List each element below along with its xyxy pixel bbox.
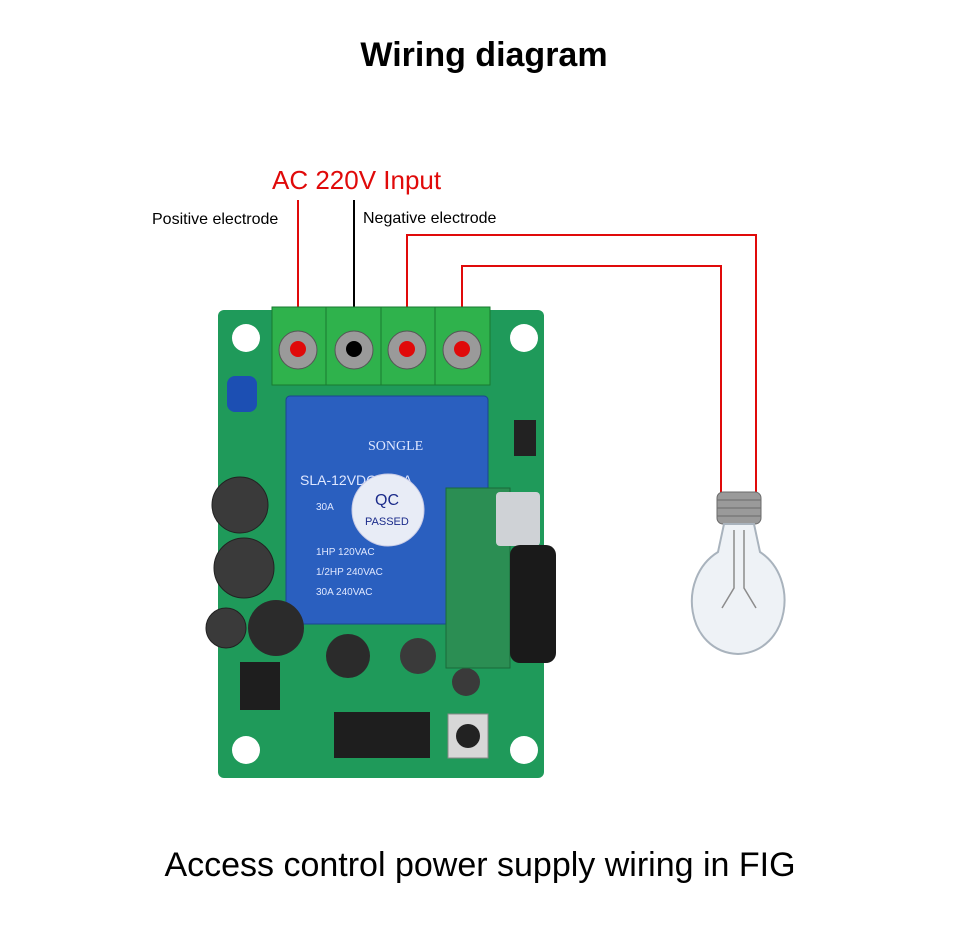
load-terminal-dot-2 <box>454 341 470 357</box>
small-capacitor-2 <box>452 668 480 696</box>
jumper-block <box>514 420 536 456</box>
diagram-title: Wiring diagram <box>360 36 608 74</box>
positive-terminal-dot <box>290 341 306 357</box>
qc-text: QC <box>375 492 399 509</box>
mount-hole-top-left <box>232 324 260 352</box>
relay-current: 30A <box>316 502 334 513</box>
electrolytic-capacitor-2 <box>213 537 275 599</box>
relay-rating-3: 30A 240VAC <box>316 587 373 598</box>
ic-chip <box>334 712 430 758</box>
load-terminal-dot-1 <box>399 341 415 357</box>
transformer-coil <box>326 634 370 678</box>
electrolytic-capacitor-3 <box>205 607 247 649</box>
push-button-cap <box>456 724 480 748</box>
qc-sticker <box>351 473 425 547</box>
relay-rating-1: 1HP 120VAC <box>316 547 375 558</box>
relay-brand: SONGLE <box>368 439 423 454</box>
mount-hole-bottom-right <box>510 736 538 764</box>
inductor <box>248 600 304 656</box>
load-wire-outer <box>406 234 757 500</box>
relay-rating-2: 1/2HP 240VAC <box>316 567 383 578</box>
ac-input-label: AC 220V Input <box>272 165 442 195</box>
electrolytic-capacitor-1 <box>211 476 269 534</box>
negative-terminal-dot <box>346 341 362 357</box>
antenna-coil <box>510 545 556 663</box>
small-chip <box>240 662 280 710</box>
light-bulb-icon <box>690 491 786 656</box>
mount-hole-top-right <box>510 324 538 352</box>
ceramic-capacitor <box>227 376 257 412</box>
crystal <box>496 492 540 546</box>
mount-hole-bottom-left <box>232 736 260 764</box>
positive-electrode-label: Positive electrode <box>152 211 279 228</box>
relay-board: SONGLE SLA-12VDC-SL-A 30A 1HP 120VAC 1/2… <box>205 306 556 778</box>
qc-passed-text: PASSED <box>365 516 409 528</box>
diagram-caption: Access control power supply wiring in FI… <box>164 846 796 884</box>
negative-electrode-label: Negative electrode <box>363 210 497 227</box>
small-capacitor <box>400 638 436 674</box>
